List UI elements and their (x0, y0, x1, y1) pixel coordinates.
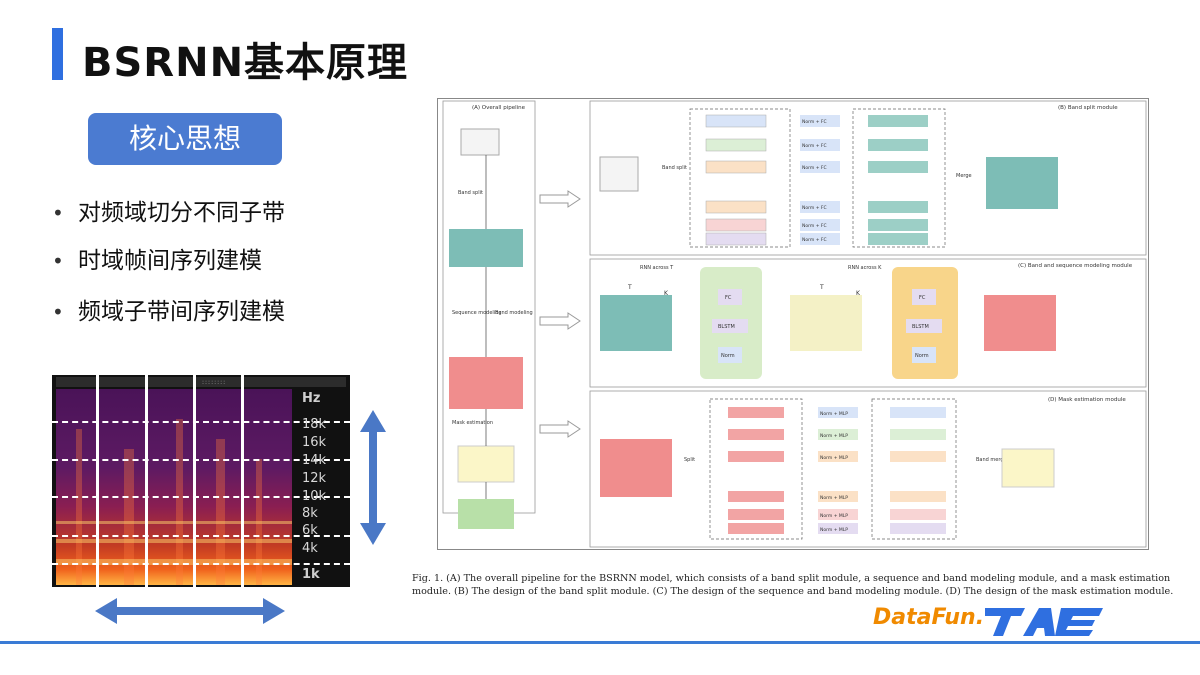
freq-label: 1k (302, 567, 320, 582)
band-split-rows (705, 114, 928, 246)
norm-fc-label: Norm + FC (802, 119, 827, 125)
panel-d-title: (D) Mask estimation module (1048, 397, 1126, 403)
figure-caption: Fig. 1. (A) The overall pipeline for the… (412, 573, 1174, 597)
freq-label: 4k (302, 541, 318, 556)
merge-label: Merge (956, 173, 972, 179)
bsrnn-architecture-figure: (A) Overall pipeline Band split Sequence… (437, 98, 1149, 550)
spectrogram-image: :::::::: Hz 18k 16k 14k 12k 10k 8k 6k 4 (52, 375, 350, 587)
norm-fc-label: Norm + FC (802, 223, 827, 229)
bullet-item: 频域子带间序列建模 (52, 291, 285, 339)
datafun-logo: DataFun. (873, 605, 985, 630)
split-label: Split (684, 457, 695, 463)
norm-mlp-label: Norm + MLP (820, 411, 848, 417)
time-split-line (145, 375, 148, 587)
norm-fc-label: Norm + FC (802, 205, 827, 211)
bullet-item: 时域帧间序列建模 (52, 240, 285, 288)
bullet-list: 对频域切分不同子带 时域帧间序列建模 频域子带间序列建模 (52, 192, 285, 339)
mask-estimation-rows (728, 407, 946, 534)
band-merge-label: Band merge (976, 457, 1007, 463)
band-split-line (52, 459, 350, 461)
norm-mlp-label: Norm + MLP (820, 433, 848, 439)
freq-label: 12k (302, 471, 327, 486)
horizontal-double-arrow-icon (95, 598, 285, 624)
norm-mlp-label: Norm + MLP (820, 513, 848, 519)
fc-label: FC (919, 295, 926, 301)
band-split-line (52, 563, 350, 565)
norm-label: Norm (915, 353, 929, 359)
freq-label: 10k (302, 489, 327, 504)
footer-divider (0, 641, 1200, 644)
t-axis-label: T (819, 284, 824, 291)
blstm-label: BLSTM (912, 324, 929, 330)
time-split-line (96, 375, 99, 587)
spectrogram-toolbar (56, 377, 346, 387)
spectrogram-texture (56, 419, 292, 585)
sequence-modeling-label: Sequence modeling (452, 310, 502, 316)
norm-mlp-label: Norm + MLP (820, 455, 848, 461)
freq-label: 18k (302, 417, 327, 432)
norm-mlp-label: Norm + MLP (820, 495, 848, 501)
norm-fc-label: Norm + FC (802, 143, 827, 149)
bullet-item: 对频域切分不同子带 (52, 192, 285, 240)
band-split-line (52, 535, 350, 537)
time-split-line (241, 375, 244, 587)
panel-c-title: (C) Band and sequence modeling module (1018, 263, 1133, 269)
t-axis-label: T (627, 284, 632, 291)
freq-label: 16k (302, 435, 327, 450)
band-split-line (52, 496, 350, 498)
spectrogram-plot (56, 389, 292, 585)
title-accent-bar (52, 28, 63, 80)
band-modeling-label: Band modeling (495, 310, 533, 316)
slide-title: BSRNN基本原理 (82, 40, 409, 86)
k-axis-label: K (856, 290, 861, 297)
rnn-across-t-label: RNN across T (640, 265, 674, 271)
time-split-line (193, 375, 196, 587)
panel-b-title: (B) Band split module (1058, 105, 1118, 111)
freq-label: 8k (302, 506, 318, 521)
mask-estimation-label: Mask estimation (452, 420, 493, 426)
rnn-across-k-label: RNN across K (848, 265, 882, 271)
freq-label: 14k (302, 453, 327, 468)
freq-label: 6k (302, 523, 318, 538)
fc-label: FC (725, 295, 732, 301)
norm-label: Norm (721, 353, 735, 359)
norm-fc-label: Norm + FC (802, 165, 827, 171)
norm-fc-label: Norm + FC (802, 237, 827, 243)
norm-mlp-label: Norm + MLP (820, 527, 848, 533)
vertical-double-arrow-icon (360, 410, 386, 545)
band-split-line (52, 421, 350, 423)
panel-a-title: (A) Overall pipeline (472, 105, 526, 111)
brand-mark-icon (985, 608, 1103, 636)
band-split-arrow-label: Band split (662, 165, 687, 171)
freq-label: Hz (302, 391, 321, 406)
core-idea-label: 核心思想 (88, 113, 282, 165)
spectrogram-handle: :::::::: (202, 379, 227, 386)
architecture-diagram: (A) Overall pipeline Band split Sequence… (442, 100, 1147, 548)
band-split-label: Band split (458, 190, 483, 196)
blstm-label: BLSTM (718, 324, 735, 330)
k-axis-label: K (664, 290, 669, 297)
